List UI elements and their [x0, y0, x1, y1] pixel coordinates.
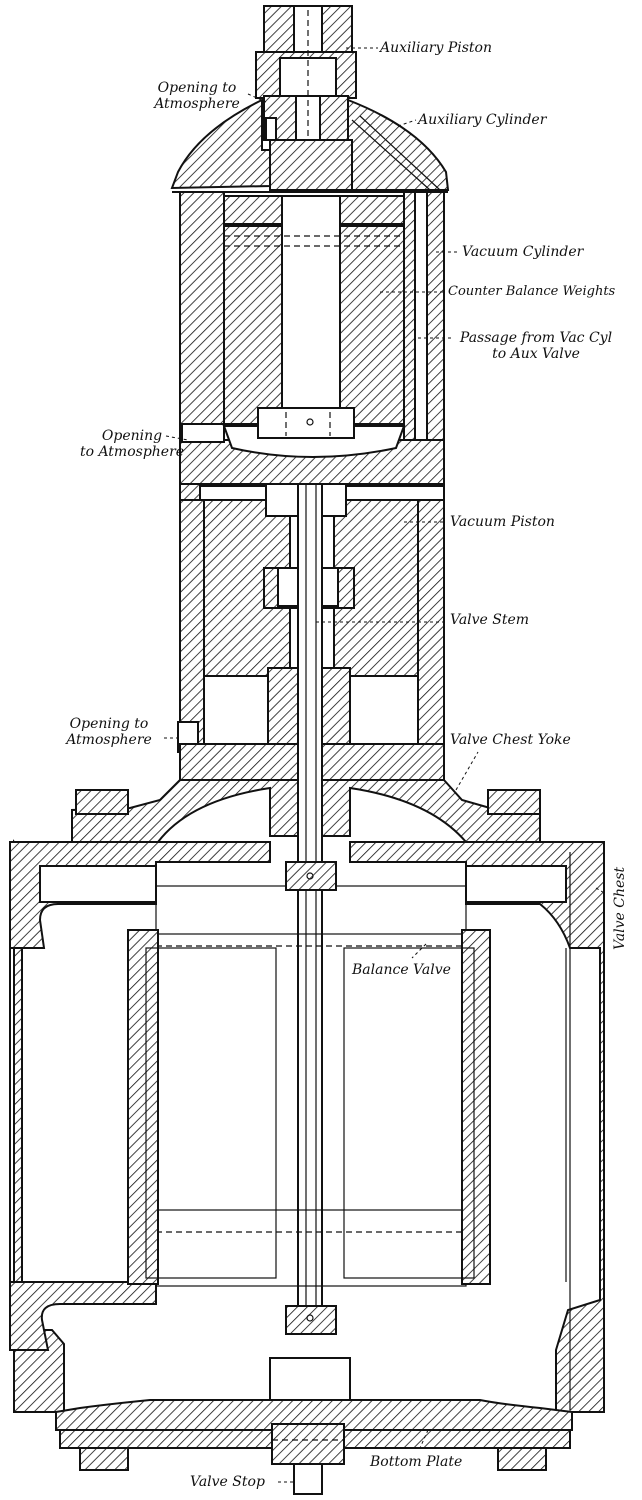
valve-stem — [297, 483, 323, 1335]
label-vacuum-cylinder: Vacuum Cylinder — [462, 244, 584, 260]
label-opening-atmosphere-low: Opening to Atmosphere — [50, 716, 168, 748]
label-line: to Atmosphere — [79, 444, 185, 460]
label-valve-chest-yoke: Valve Chest Yoke — [450, 732, 571, 748]
valve-chest-yoke — [71, 779, 541, 843]
label-counter-balance-weights: Counter Balance Weights — [448, 284, 616, 299]
counter-balance-weights — [223, 195, 405, 439]
label-line: Atmosphere — [154, 96, 240, 112]
label-line: Opening — [101, 428, 163, 444]
valve-stop — [271, 1423, 345, 1495]
label-valve-chest: Valve Chest — [612, 866, 628, 950]
balance-valve — [127, 861, 491, 1335]
auxiliary-cylinder-dome — [170, 98, 450, 193]
label-valve-stem: Valve Stem — [450, 612, 530, 628]
label-balance-valve: Balance Valve — [352, 962, 451, 978]
label-line: Atmosphere — [66, 732, 152, 748]
auxiliary-piston-assembly — [255, 5, 357, 145]
label-line: Passage from Vac Cyl — [459, 330, 613, 346]
leader-lines — [164, 47, 607, 1483]
label-line: to Aux Valve — [492, 346, 580, 362]
label-auxiliary-cylinder: Auxiliary Cylinder — [418, 112, 547, 128]
label-opening-atmosphere-mid: Opening to Atmosphere — [72, 428, 192, 460]
label-opening-atmosphere-top: Opening to Atmosphere — [142, 80, 252, 112]
label-vacuum-piston: Vacuum Piston — [450, 514, 555, 530]
label-passage: Passage from Vac Cyl to Aux Valve — [452, 330, 620, 362]
vacuum-cylinder — [179, 191, 445, 485]
label-valve-stop: Valve Stop — [190, 1474, 265, 1490]
label-line: Opening to — [69, 716, 149, 732]
label-line: Opening to — [157, 80, 237, 96]
label-bottom-plate: Bottom Plate — [370, 1454, 463, 1470]
valve-chest — [9, 839, 605, 1413]
label-auxiliary-piston: Auxiliary Piston — [380, 40, 493, 56]
